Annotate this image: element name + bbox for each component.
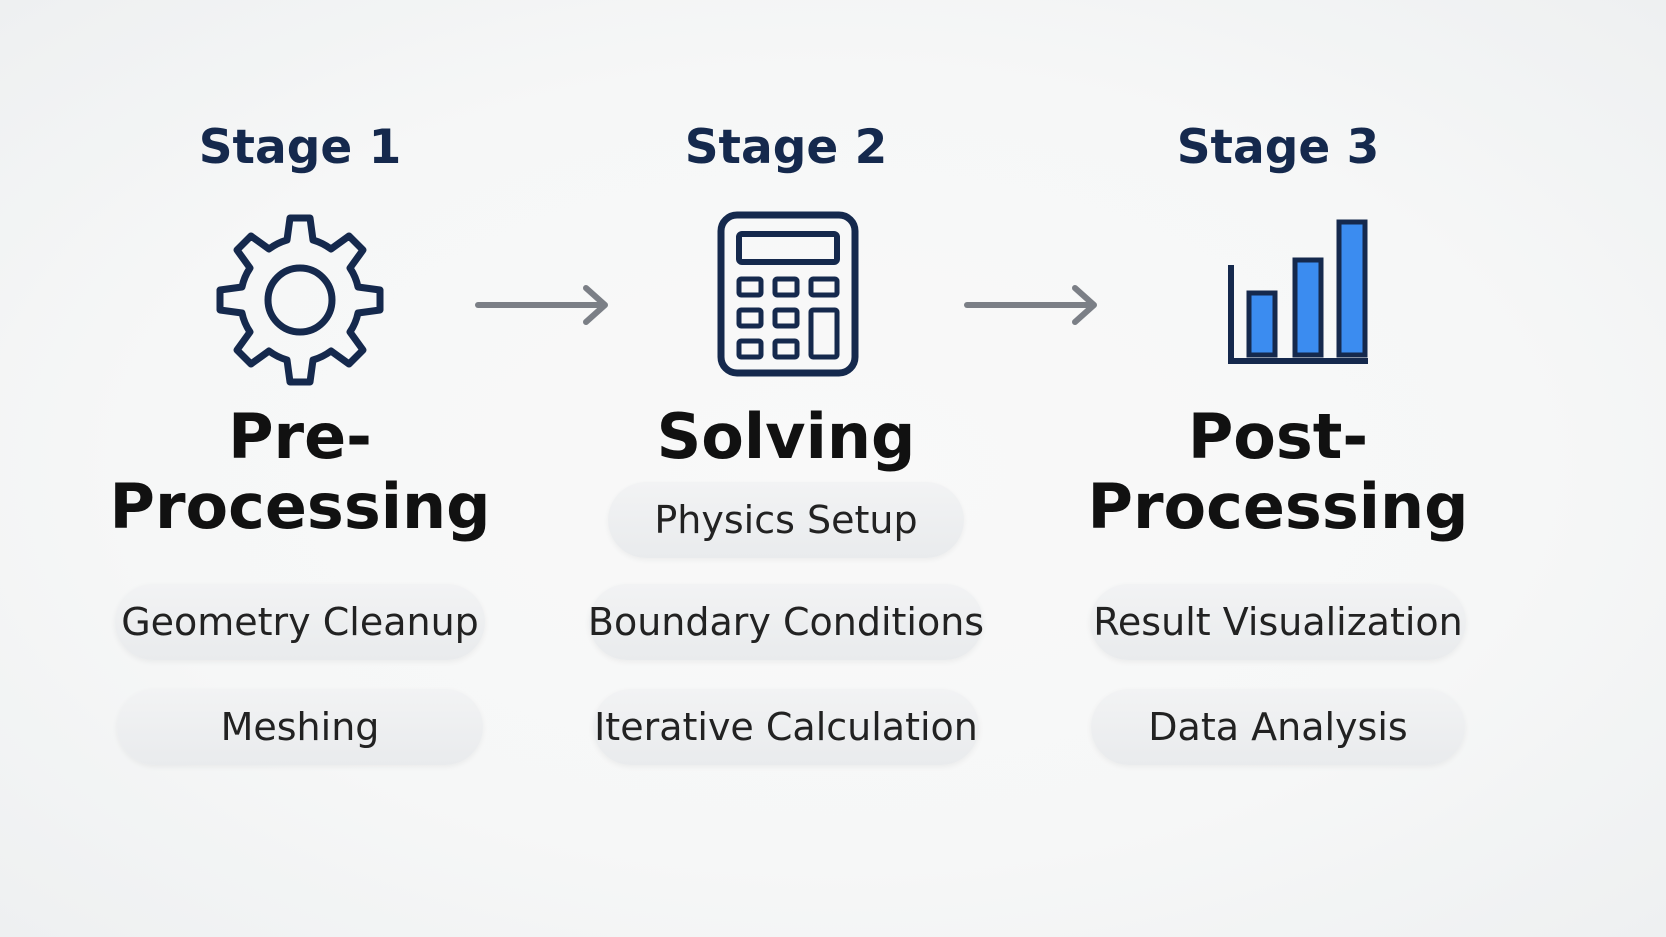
calculator-icon [696,210,876,390]
stage-title: Pre- Processing [100,402,500,542]
arrow-right-icon [964,285,1097,325]
stage-label: Stage 1 [198,120,402,175]
stage-title: Post- Processing [1078,402,1478,542]
step-pill: Boundary Conditions [588,584,984,660]
stage-3: Stage 3 Post- Processing Result Visualiz… [1078,0,1478,937]
stage-title: Solving [586,402,986,472]
gear-icon [210,210,390,390]
stage-label: Stage 3 [1176,120,1380,175]
step-pill: Meshing [117,689,483,765]
step-pill: Geometry Cleanup [115,584,485,660]
step-pill: Data Analysis [1091,689,1465,765]
step-pill: Iterative Calculation [593,689,979,765]
stage-2: Stage 2 Solving Physics Setup Boundary C… [586,0,986,937]
bar-chart-icon [1188,210,1376,390]
stage-title-line: Processing [1087,470,1469,543]
step-pill: Physics Setup [608,482,964,558]
stage-title-line: Processing [109,470,491,543]
stage-title-line: Post- [1187,400,1369,473]
stage-label: Stage 2 [684,120,888,175]
stage-title-line: Pre- [228,400,372,473]
arrow-right-icon [475,285,608,325]
stage-title-line: Solving [656,400,916,473]
stage-1: Stage 1 Pre- Processing Geometry Cleanup… [100,0,500,937]
step-pill: Result Visualization [1090,584,1466,660]
